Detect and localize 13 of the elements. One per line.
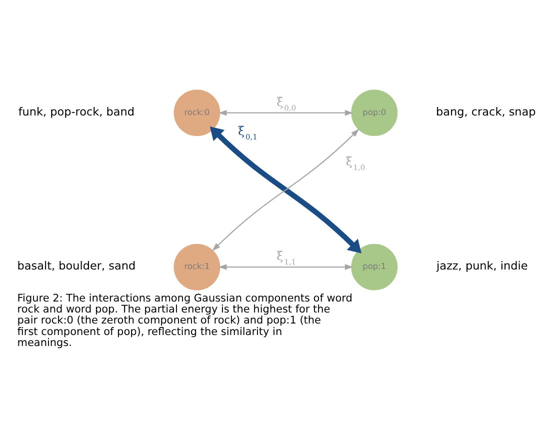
edge-label: ξ$_{1,0}$ xyxy=(346,154,366,172)
edge-label: ξ$_{1,1}$ xyxy=(276,248,296,266)
edge-label: ξ$_{0,1}$ xyxy=(238,123,258,141)
node-circle: rock:0 xyxy=(174,89,220,136)
node-label: basalt, boulder, sand xyxy=(17,259,136,272)
arrow xyxy=(218,109,354,116)
node-circle: pop:1 xyxy=(351,243,398,290)
edge-label: ξ$_{0,0}$ xyxy=(276,94,296,112)
arrow xyxy=(218,264,354,270)
caption: Figure 2: The interactions among Gaussian components of word rock and word pop. The partial energy is the highest for the pair rock:0 (the zeroth component of rock) and pop:1 (the first component of pop), reflecting the similarity in meanings. xyxy=(17,292,352,349)
node-label: bang, crack, snap xyxy=(436,104,536,118)
node-label: jazz, punk, indie xyxy=(436,259,528,272)
node-label: funk, pop-rock, band xyxy=(18,104,135,118)
